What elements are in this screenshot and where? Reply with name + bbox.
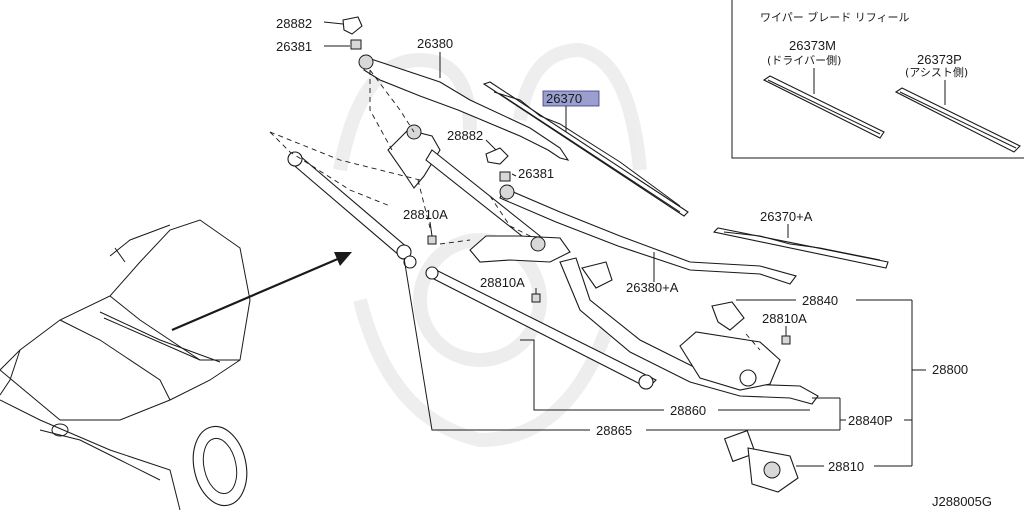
- label-highlight-box: [542, 90, 600, 107]
- label-blade-main: 26370: [546, 91, 582, 106]
- label-26373p: 26373P: [917, 52, 962, 67]
- link-rods: [287, 151, 657, 390]
- wiper-blade-main: [482, 81, 689, 217]
- label-arm-upper: 26380: [417, 36, 453, 51]
- label-cap-mid: 28882: [447, 128, 483, 143]
- cap-upper: [342, 16, 363, 35]
- bolt-a1: [427, 235, 437, 245]
- cap-mid: [485, 147, 509, 165]
- label-cap-upper: 28882: [276, 16, 312, 31]
- refill-inset: ワイパー ブレード リフィール 26373M (ドライバー側) 26373P (…: [731, 0, 1024, 159]
- pivot-center: [469, 235, 571, 263]
- refill-title: ワイパー ブレード リフィール: [760, 10, 910, 24]
- label-rod-865: 28865: [596, 423, 632, 438]
- wiper-arm-upper: [358, 54, 570, 161]
- diagram-code: J288005G: [932, 494, 992, 509]
- label-nut-mid: 26381: [518, 166, 554, 181]
- wiper-arm-assist: [499, 184, 797, 285]
- label-assembly: 28800: [932, 362, 968, 377]
- note-driver-side: (ドライバー側): [767, 54, 841, 67]
- wiper-motor: [723, 429, 799, 493]
- label-bolt-a1: 28810A: [403, 207, 448, 222]
- nut-upper: [350, 39, 362, 50]
- refill-assist-strip: [894, 87, 1021, 153]
- label-link-p: 28840P: [848, 413, 893, 428]
- label-motor: 28810: [828, 459, 864, 474]
- label-arm-assist: 26380+A: [626, 280, 679, 295]
- pointer-arrow: [171, 252, 352, 332]
- label-link-bracket: 28840: [802, 293, 838, 308]
- refill-driver-strip: [762, 75, 885, 139]
- wiper-blade-assist: [712, 227, 889, 269]
- bolt-a2: [531, 293, 541, 303]
- label-bolt-a2: 28810A: [480, 275, 525, 290]
- linkage-frame: [559, 257, 819, 405]
- label-nut-upper: 26381: [276, 39, 312, 54]
- bolt-a3: [781, 335, 791, 345]
- label-26373m: 26373M: [789, 38, 836, 53]
- nut-mid: [499, 171, 511, 182]
- note-assist-side: (アシスト側): [905, 66, 968, 79]
- leader-lines: [323, 21, 926, 467]
- part-labels: 28882 26381 26380 26370 28882 26381 2881…: [276, 16, 992, 509]
- label-bolt-a3: 28810A: [762, 311, 807, 326]
- label-rod-860: 28860: [670, 403, 706, 418]
- dashed-guides: [269, 69, 761, 351]
- label-blade-assist: 26370+A: [760, 209, 813, 224]
- watermark-logo: [333, 42, 647, 448]
- car-illustration: [0, 219, 251, 510]
